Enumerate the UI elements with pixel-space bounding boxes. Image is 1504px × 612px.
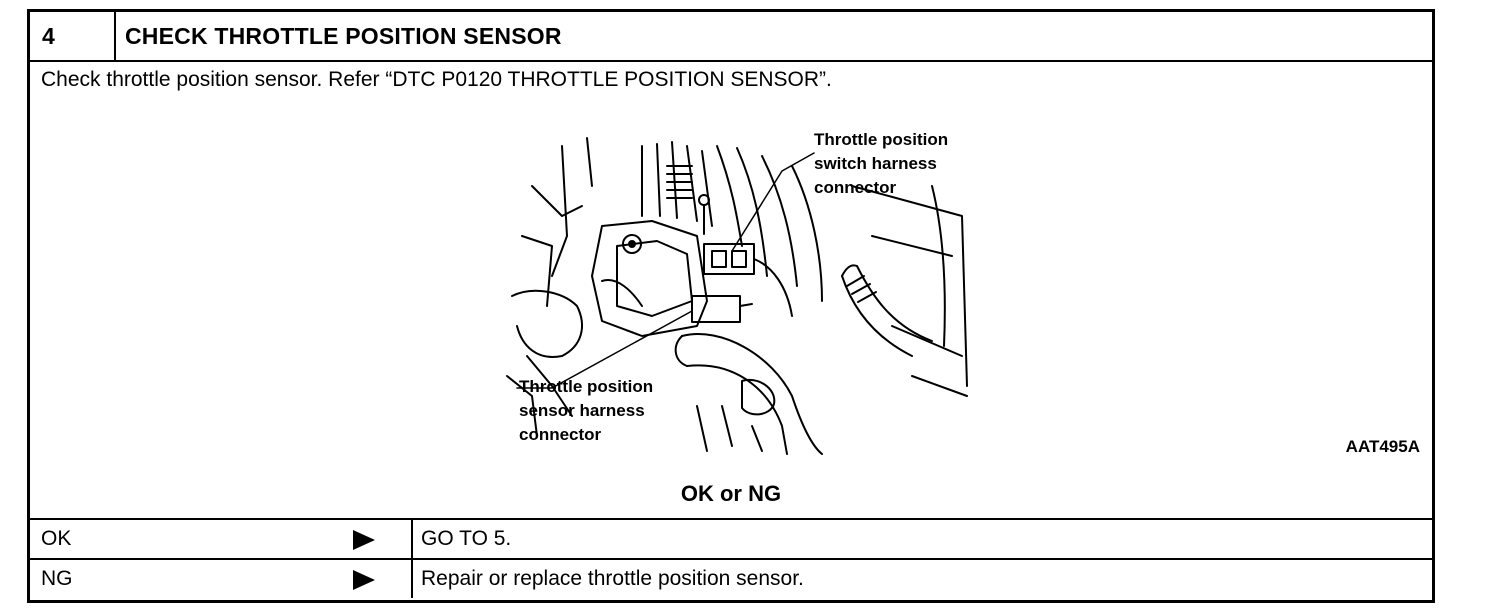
result-action: GO TO 5. xyxy=(421,527,512,550)
callout-line: connector xyxy=(814,178,897,197)
callout-line: sensor harness xyxy=(519,401,645,420)
callout-line: switch harness xyxy=(814,154,937,173)
result-row-ng: NG Repair or replace throttle position s… xyxy=(30,558,1432,598)
result-question: OK or NG xyxy=(680,481,782,506)
callout-line: Throttle position xyxy=(519,377,654,396)
result-action: Repair or replace throttle position sens… xyxy=(421,567,804,590)
result-label: NG xyxy=(41,567,73,590)
engine-line-drawing xyxy=(506,137,968,455)
column-divider xyxy=(411,520,413,558)
figure-id: AAT495A xyxy=(1345,437,1420,456)
sensor-connector-callout: Throttle position sensor harness connect… xyxy=(519,375,653,447)
result-row-ok: OK GO TO 5. xyxy=(30,518,1432,558)
result-label: OK xyxy=(41,527,72,550)
diagnostic-step-table: 4 CHECK THROTTLE POSITION SENSOR Check t… xyxy=(27,9,1435,603)
step-instruction: Check throttle position sensor. Refer “D… xyxy=(41,68,832,91)
callout-line: connector xyxy=(519,425,602,444)
step-number: 4 xyxy=(30,12,116,60)
column-divider xyxy=(411,560,413,598)
step-header: 4 CHECK THROTTLE POSITION SENSOR xyxy=(30,12,1432,62)
step-title: CHECK THROTTLE POSITION SENSOR xyxy=(125,23,562,49)
play-arrow-icon xyxy=(353,570,375,590)
throttle-body-illustration: Throttle position switch harness connect… xyxy=(492,126,972,456)
play-arrow-icon xyxy=(353,530,375,550)
callout-line: Throttle position xyxy=(814,130,949,149)
switch-connector-callout: Throttle position switch harness connect… xyxy=(814,128,948,200)
